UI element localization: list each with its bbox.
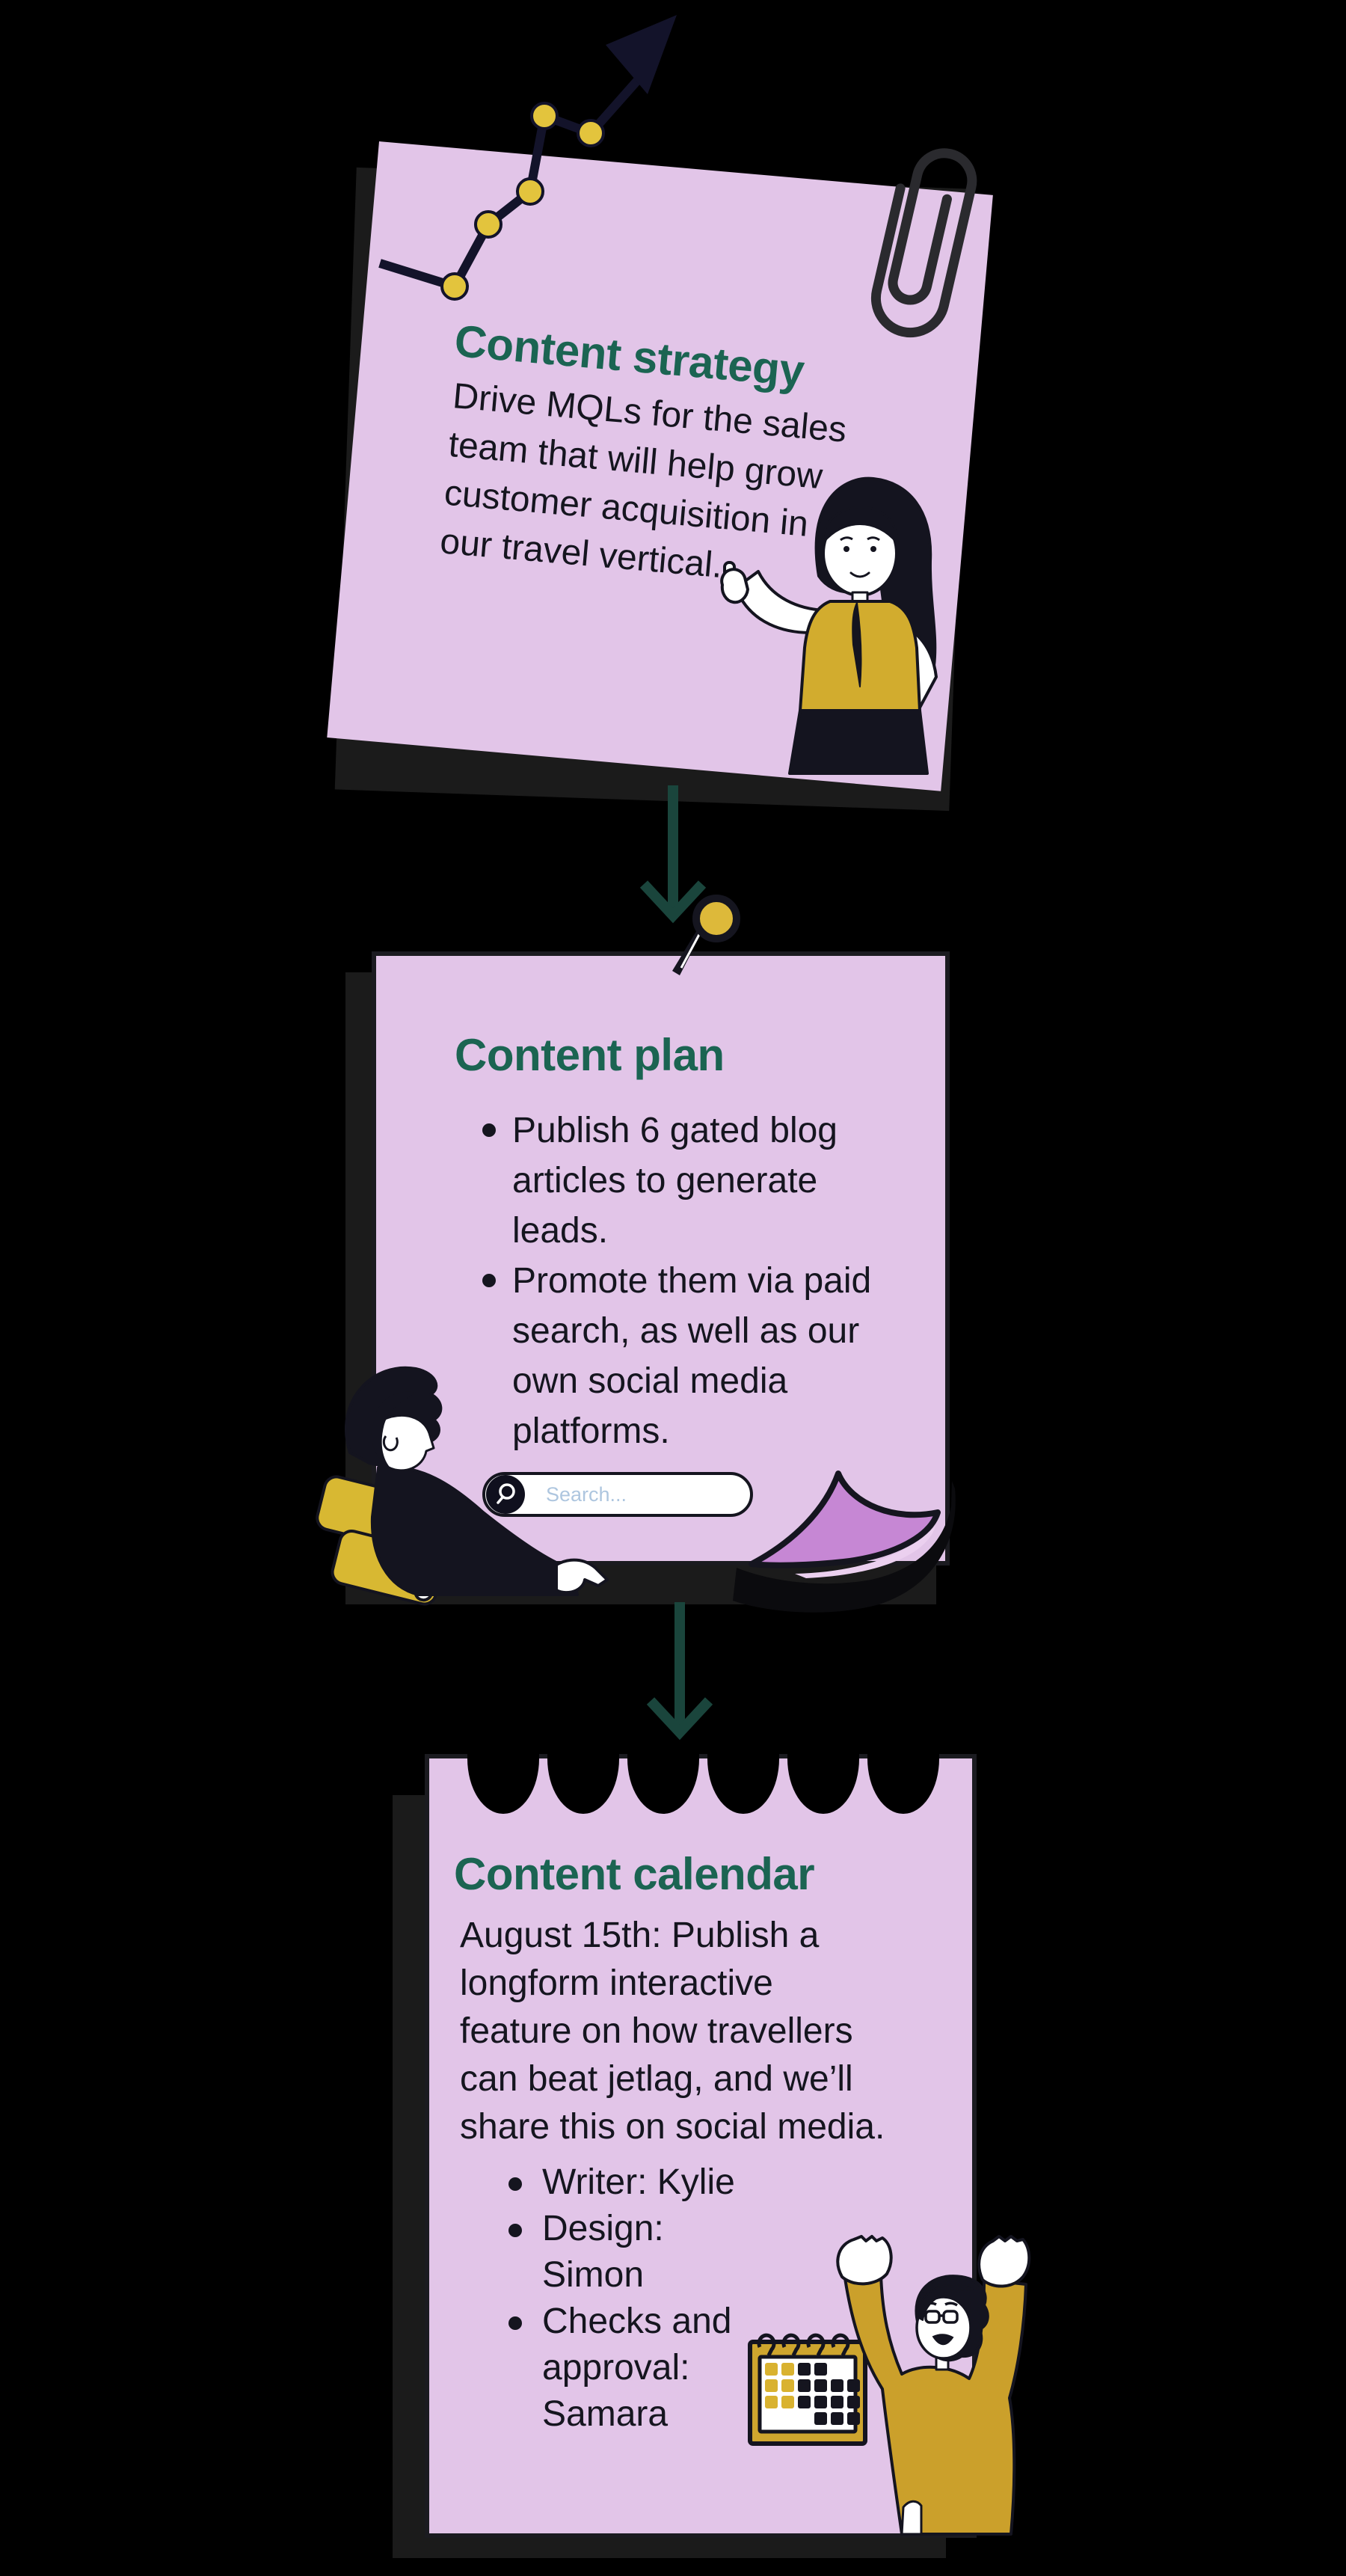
list-item: Checks and approval: Samara [508, 2299, 735, 2438]
growth-chart-arrow-icon [378, 15, 677, 301]
note-content-calendar: Content calendar August 15th: Publish a … [425, 1752, 977, 2538]
bullet-dot [508, 2177, 522, 2191]
list-item: Design: Simon [508, 2206, 735, 2299]
bullet-dot [508, 2224, 522, 2237]
search-bar[interactable] [482, 1472, 753, 1517]
seated-man-illustration [316, 1366, 609, 1606]
note3-title: Content calendar [454, 1849, 815, 1899]
list-item: Promote them via paid search, as well as… [482, 1256, 871, 1456]
bullet-dot [508, 2316, 522, 2330]
note2-title: Content plan [455, 1030, 725, 1080]
note3-bullet-list: Writer: Kylie Design: Simon Checks and a… [508, 2159, 735, 2438]
note2-bullet-list: Publish 6 gated blog articles to generat… [482, 1105, 871, 1456]
bullet-dot [482, 1123, 496, 1137]
search-icon [486, 1475, 525, 1514]
note3-body: August 15th: Publish a longform interact… [460, 1916, 885, 2147]
pushpin-icon [672, 895, 740, 975]
paperclip-icon [870, 148, 977, 338]
note-content-plan: Content plan Publish 6 gated blog articl… [372, 951, 950, 1565]
flow-down-arrow-icon [646, 1602, 713, 1741]
flow-down-arrow-icon [639, 785, 707, 924]
list-item: Publish 6 gated blog articles to generat… [482, 1105, 871, 1256]
page-curl [733, 1471, 956, 1613]
search-input[interactable] [544, 1482, 719, 1507]
list-item: Writer: Kylie [508, 2159, 735, 2206]
presenting-woman-illustration [720, 476, 938, 775]
bullet-dot [482, 1274, 496, 1287]
